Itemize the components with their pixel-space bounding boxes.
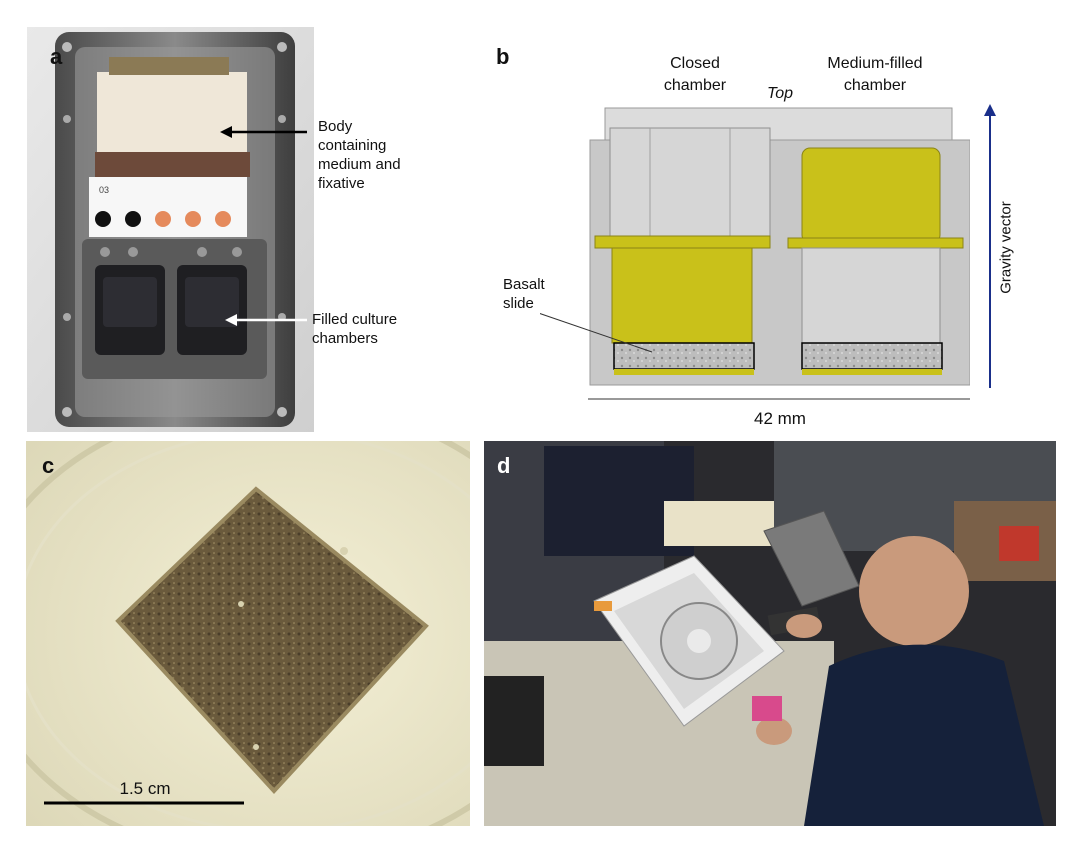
panel-d-photo (484, 441, 1056, 826)
panel-d-label: d (497, 453, 511, 478)
gravity-vector-label: Gravity vector (997, 201, 1015, 294)
card-number: 03 (99, 185, 109, 195)
card-dot (125, 211, 141, 227)
panel-d (484, 441, 1056, 826)
callout-body: Body containing medium and fixative (318, 118, 401, 192)
card-dot (185, 211, 201, 227)
panel-b-label: b (496, 44, 510, 69)
panel-a-photo: 03 (27, 27, 314, 432)
panel-a: 03 (27, 27, 314, 432)
card-dot (95, 211, 111, 227)
label-medium-filled: Medium-filled chamber (827, 55, 923, 94)
callout-chambers: Filled culture chambers (312, 311, 398, 347)
panel-c-label: c (42, 453, 55, 478)
card-dot (215, 211, 231, 227)
panel-c (26, 441, 470, 826)
card-dots (95, 211, 231, 227)
sample-card (89, 177, 247, 237)
scale-42mm: 42 mm (754, 409, 806, 428)
label-closed-chamber: Closed chamber (663, 55, 727, 94)
panel-a-label: a (50, 44, 63, 69)
chamber-diagram (540, 100, 970, 430)
card-dot (155, 211, 171, 227)
panel-c-photo (26, 441, 470, 826)
label-basalt-slide: Basalt slide (503, 276, 545, 312)
label-top: Top (766, 85, 794, 102)
scale-1-5cm: 1.5 cm (119, 779, 171, 798)
gravity-arrow (984, 104, 996, 388)
